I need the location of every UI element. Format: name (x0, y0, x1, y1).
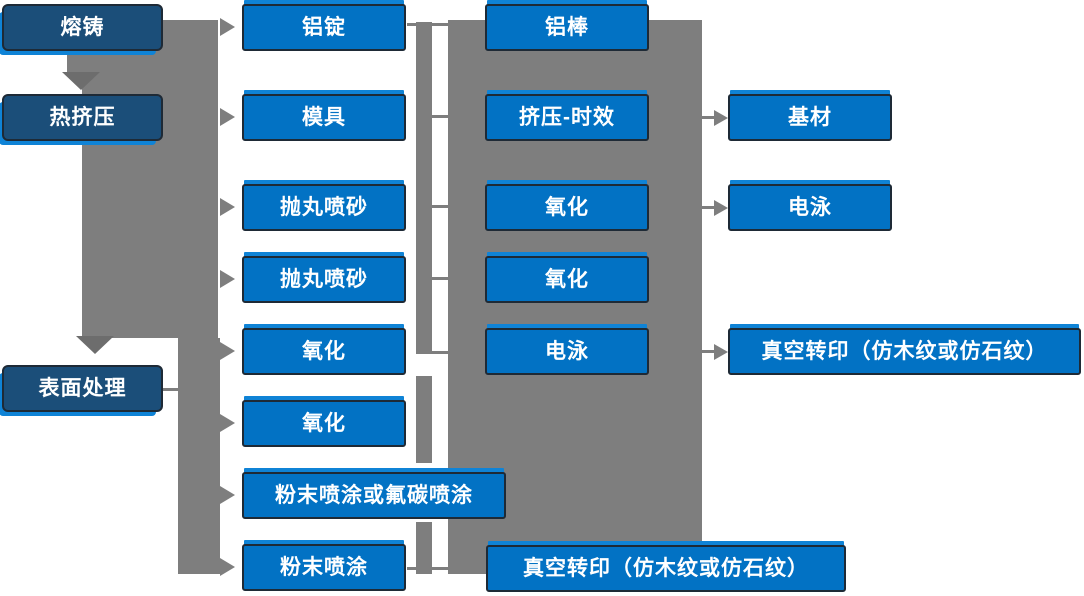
arrow-down-to-hot-extrusion-icon (62, 72, 100, 90)
arrow-right-to-oxidation-1-icon (220, 342, 235, 360)
node-vacuum-transfer-bottom: 真空转印（仿木纹或仿石纹） (486, 545, 846, 592)
arrow-right-to-powder-coating-icon (220, 558, 235, 576)
arrow-right-to-oxidation-2-icon (220, 414, 235, 432)
connector-row-link-mold (430, 115, 449, 118)
node-electrophoresis-2: 电泳 (728, 184, 892, 231)
connector-middle-rail-seg3 (416, 522, 432, 574)
node-extrusion-aging: 挤压-时效 (485, 94, 649, 141)
node-mold: 模具 (242, 94, 406, 141)
arrow-right-to-substrate-icon (714, 110, 728, 126)
connector-row-link-blasting2 (430, 277, 449, 280)
node-shot-blasting-1: 抛丸喷砂 (242, 184, 406, 231)
node-oxidation-4: 氧化 (485, 256, 649, 303)
connector-row-link-blasting1 (430, 205, 449, 208)
node-hot-extrusion: 热挤压 (2, 94, 163, 141)
arrow-right-to-mold-icon (220, 108, 235, 126)
node-shot-blasting-2: 抛丸喷砂 (242, 256, 406, 303)
arrow-right-to-aluminum-ingot-icon (220, 18, 235, 36)
connector-stem-vacuum-transfer (702, 350, 716, 353)
connector-row-link-ingot (407, 23, 449, 26)
node-oxidation-1: 氧化 (242, 328, 406, 375)
node-oxidation-3: 氧化 (485, 184, 649, 231)
arrow-right-to-shot-blasting-2-icon (220, 270, 235, 288)
node-powder-or-fluorocarbon-coating: 粉末喷涂或氟碳喷涂 (242, 472, 506, 519)
connector-middle-rail-seg1 (416, 22, 432, 354)
arrow-down-to-surface-treatment-icon (76, 336, 114, 354)
arrow-right-to-powder-or-fluorocarbon-icon (220, 486, 235, 504)
connector-stem-substrate (702, 116, 716, 119)
connector-stem-electrophoresis (702, 206, 716, 209)
node-electrophoresis-1: 电泳 (485, 328, 649, 375)
connector-left-rail-lower (178, 338, 220, 574)
connector-central-block-foot (448, 546, 488, 574)
connector-melt-casting-down-stem (67, 48, 95, 74)
node-aluminum-ingot: 铝锭 (242, 4, 406, 51)
node-aluminum-rod: 铝棒 (485, 4, 649, 51)
node-melt-casting: 熔铸 (2, 4, 163, 51)
node-surface-treatment: 表面处理 (2, 365, 163, 412)
arrow-right-to-vacuum-transfer-icon (714, 344, 728, 360)
arrow-right-to-electrophoresis-icon (714, 200, 728, 216)
connector-surface-treatment-link (162, 388, 180, 391)
arrow-right-to-shot-blasting-1-icon (220, 198, 235, 216)
connector-middle-rail-seg2 (416, 376, 432, 463)
connector-left-rail-upper (82, 20, 218, 338)
connector-row-link-powder (407, 567, 449, 570)
node-vacuum-transfer-right: 真空转印（仿木纹或仿石纹） (728, 328, 1081, 375)
node-oxidation-2: 氧化 (242, 400, 406, 447)
node-powder-coating: 粉末喷涂 (242, 544, 406, 591)
node-substrate: 基材 (728, 94, 892, 141)
connector-row-link-oxidation (430, 351, 449, 354)
